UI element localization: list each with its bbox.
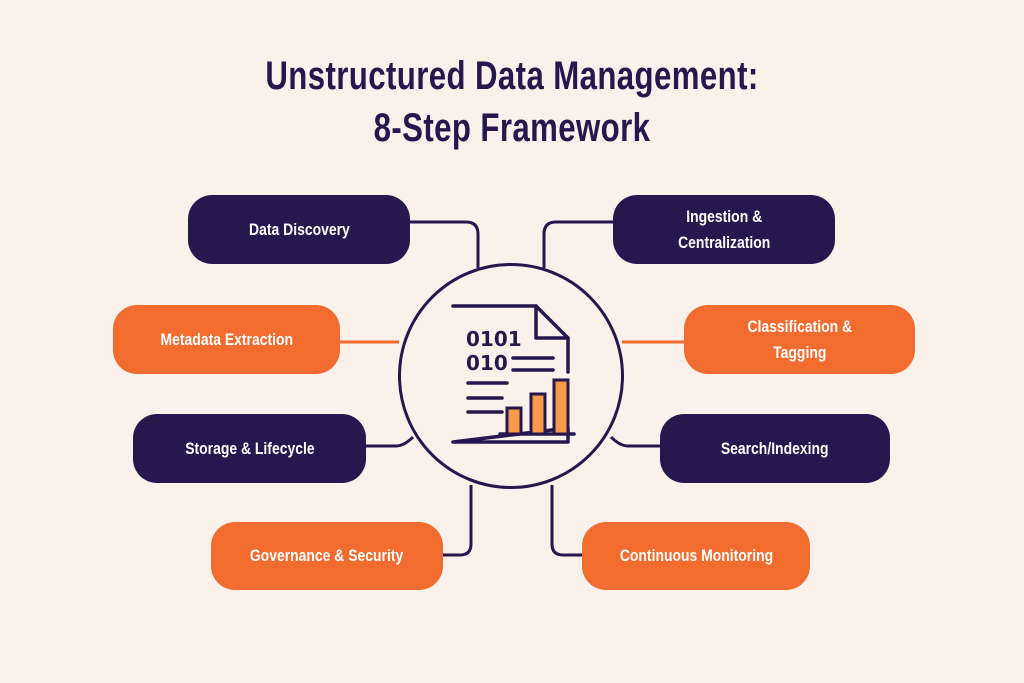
step-label: Governance & Security [250, 546, 404, 565]
title-line-1: Unstructured Data Management: [265, 54, 759, 98]
connector-storage [365, 435, 415, 448]
central-hub-circle [398, 263, 624, 489]
binary-line-1: 0101 [466, 327, 522, 351]
connector-monitoring [550, 485, 583, 557]
step-label: Continuous Monitoring [619, 546, 773, 565]
step-ingestion-centralization[interactable]: Ingestion & Centralization [613, 195, 835, 264]
title-line-2: 8-Step Framework [373, 106, 651, 150]
step-governance-security[interactable]: Governance & Security [211, 522, 443, 590]
connector-search [609, 435, 661, 448]
connector-data-discovery [408, 220, 480, 268]
step-classification-tagging[interactable]: Classification & Tagging [684, 305, 915, 374]
step-label: Ingestion & Centralization [677, 206, 771, 252]
step-data-discovery[interactable]: Data Discovery [188, 195, 410, 264]
step-label: Storage & Lifecycle [184, 438, 315, 458]
step-storage-lifecycle[interactable]: Storage & Lifecycle [133, 414, 366, 483]
step-metadata-extraction[interactable]: Metadata Extraction [113, 305, 340, 374]
step-label: Classification & Tagging [747, 316, 852, 362]
step-label: Search/Indexing [721, 438, 829, 458]
step-label: Metadata Extraction [160, 329, 293, 349]
connector-governance [442, 485, 473, 557]
page-title: Unstructured Data Management: 8-Step Fra… [113, 50, 912, 154]
step-continuous-monitoring[interactable]: Continuous Monitoring [582, 522, 810, 590]
step-search-indexing[interactable]: Search/Indexing [660, 414, 890, 483]
binary-line-2: 010 [466, 351, 508, 375]
connector-ingestion [542, 220, 614, 268]
step-label: Data Discovery [248, 219, 350, 239]
